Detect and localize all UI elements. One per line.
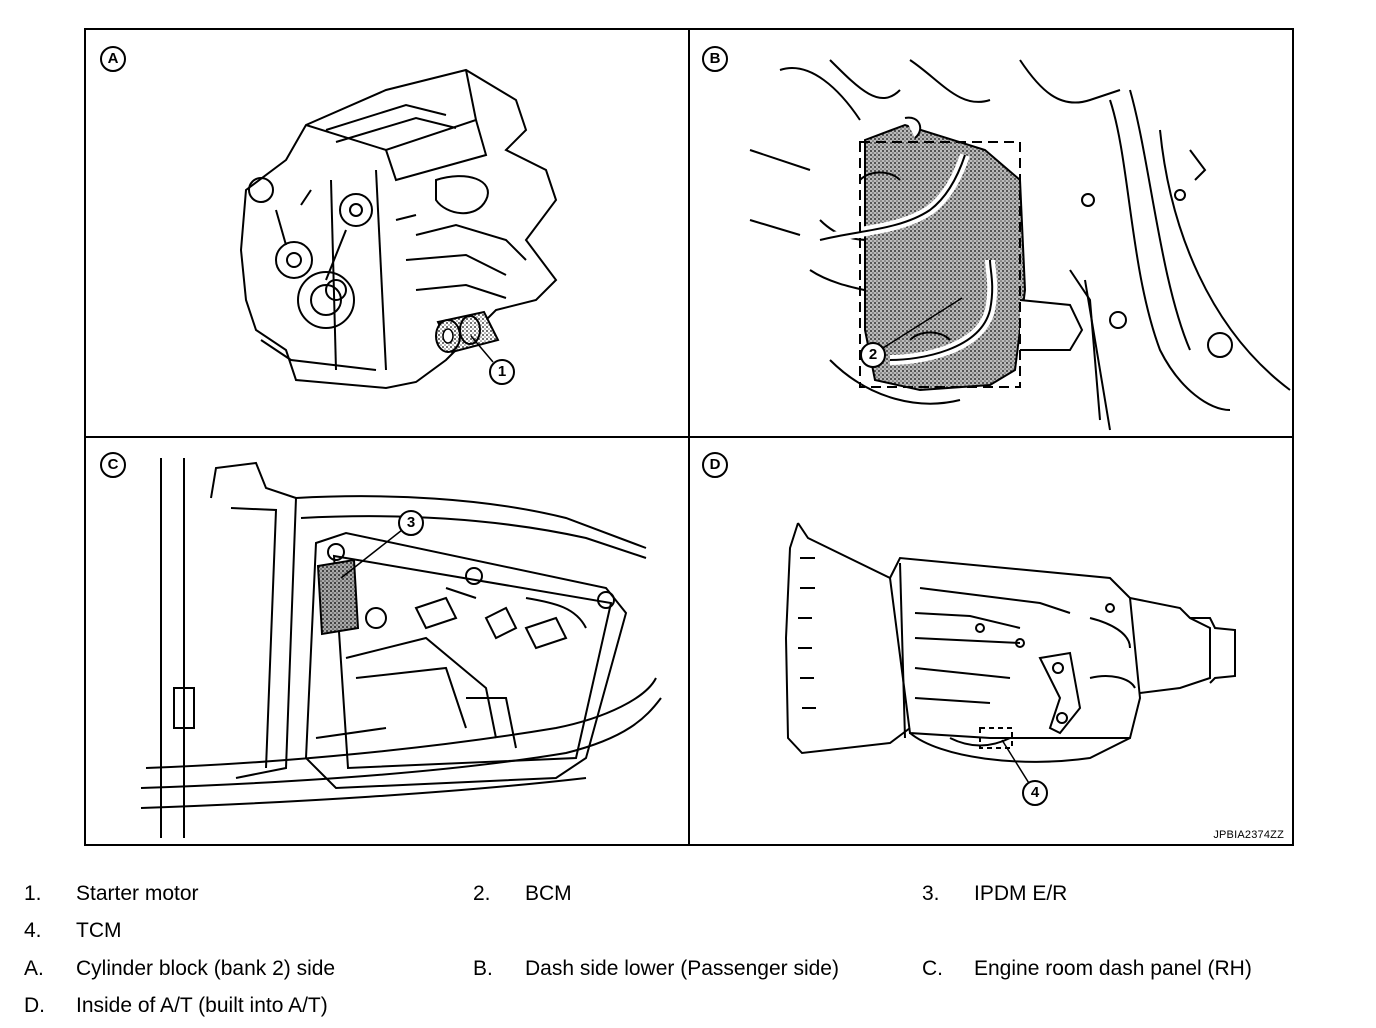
legend-number: 2. — [473, 882, 491, 905]
callout-leader — [340, 529, 403, 579]
legend-text: Engine room dash panel (RH) — [974, 957, 1252, 980]
legend-number: 3. — [922, 882, 940, 905]
callout-3: 3 — [398, 510, 424, 536]
callout-leader — [1001, 739, 1033, 789]
panel-label: C — [100, 452, 126, 478]
callout-leader — [470, 335, 494, 363]
legend-number: C. — [922, 957, 943, 980]
legend-text: BCM — [525, 882, 572, 905]
legend-number: B. — [473, 957, 493, 980]
legend-text: IPDM E/R — [974, 882, 1068, 905]
panel-d-tcm: D 4 — [690, 438, 1292, 844]
figure-reference-code: JPBIA2374ZZ — [1213, 829, 1284, 841]
legend-text: Dash side lower (Passenger side) — [525, 957, 839, 980]
callout-leader — [882, 297, 963, 349]
diagram-figure: A 1 — [84, 28, 1294, 846]
panel-a-engine: A 1 — [86, 30, 690, 438]
panel-label: B — [702, 46, 728, 72]
panel-b-bcm: B 2 — [690, 30, 1292, 438]
panel-label: A — [100, 46, 126, 72]
legend-text: TCM — [76, 919, 122, 942]
panel-c-ipdm: C 3 — [86, 438, 690, 844]
legend-number: 4. — [24, 919, 42, 942]
legend-text: Starter motor — [76, 882, 199, 905]
legend-number: 1. — [24, 882, 42, 905]
legend-text: Cylinder block (bank 2) side — [76, 957, 336, 980]
callout-2: 2 — [860, 342, 886, 368]
legend-number: A. — [24, 957, 44, 980]
legend-text: Inside of A/T (built into A/T) — [76, 994, 328, 1017]
bcm-drawing — [749, 59, 1291, 431]
ipdm-drawing — [140, 458, 662, 838]
panel-label: D — [702, 452, 728, 478]
engine-drawing — [239, 68, 558, 390]
transmission-drawing — [784, 522, 1236, 789]
callout-4: 4 — [1022, 780, 1048, 806]
callout-1: 1 — [489, 359, 515, 385]
legend-number: D. — [24, 994, 45, 1017]
